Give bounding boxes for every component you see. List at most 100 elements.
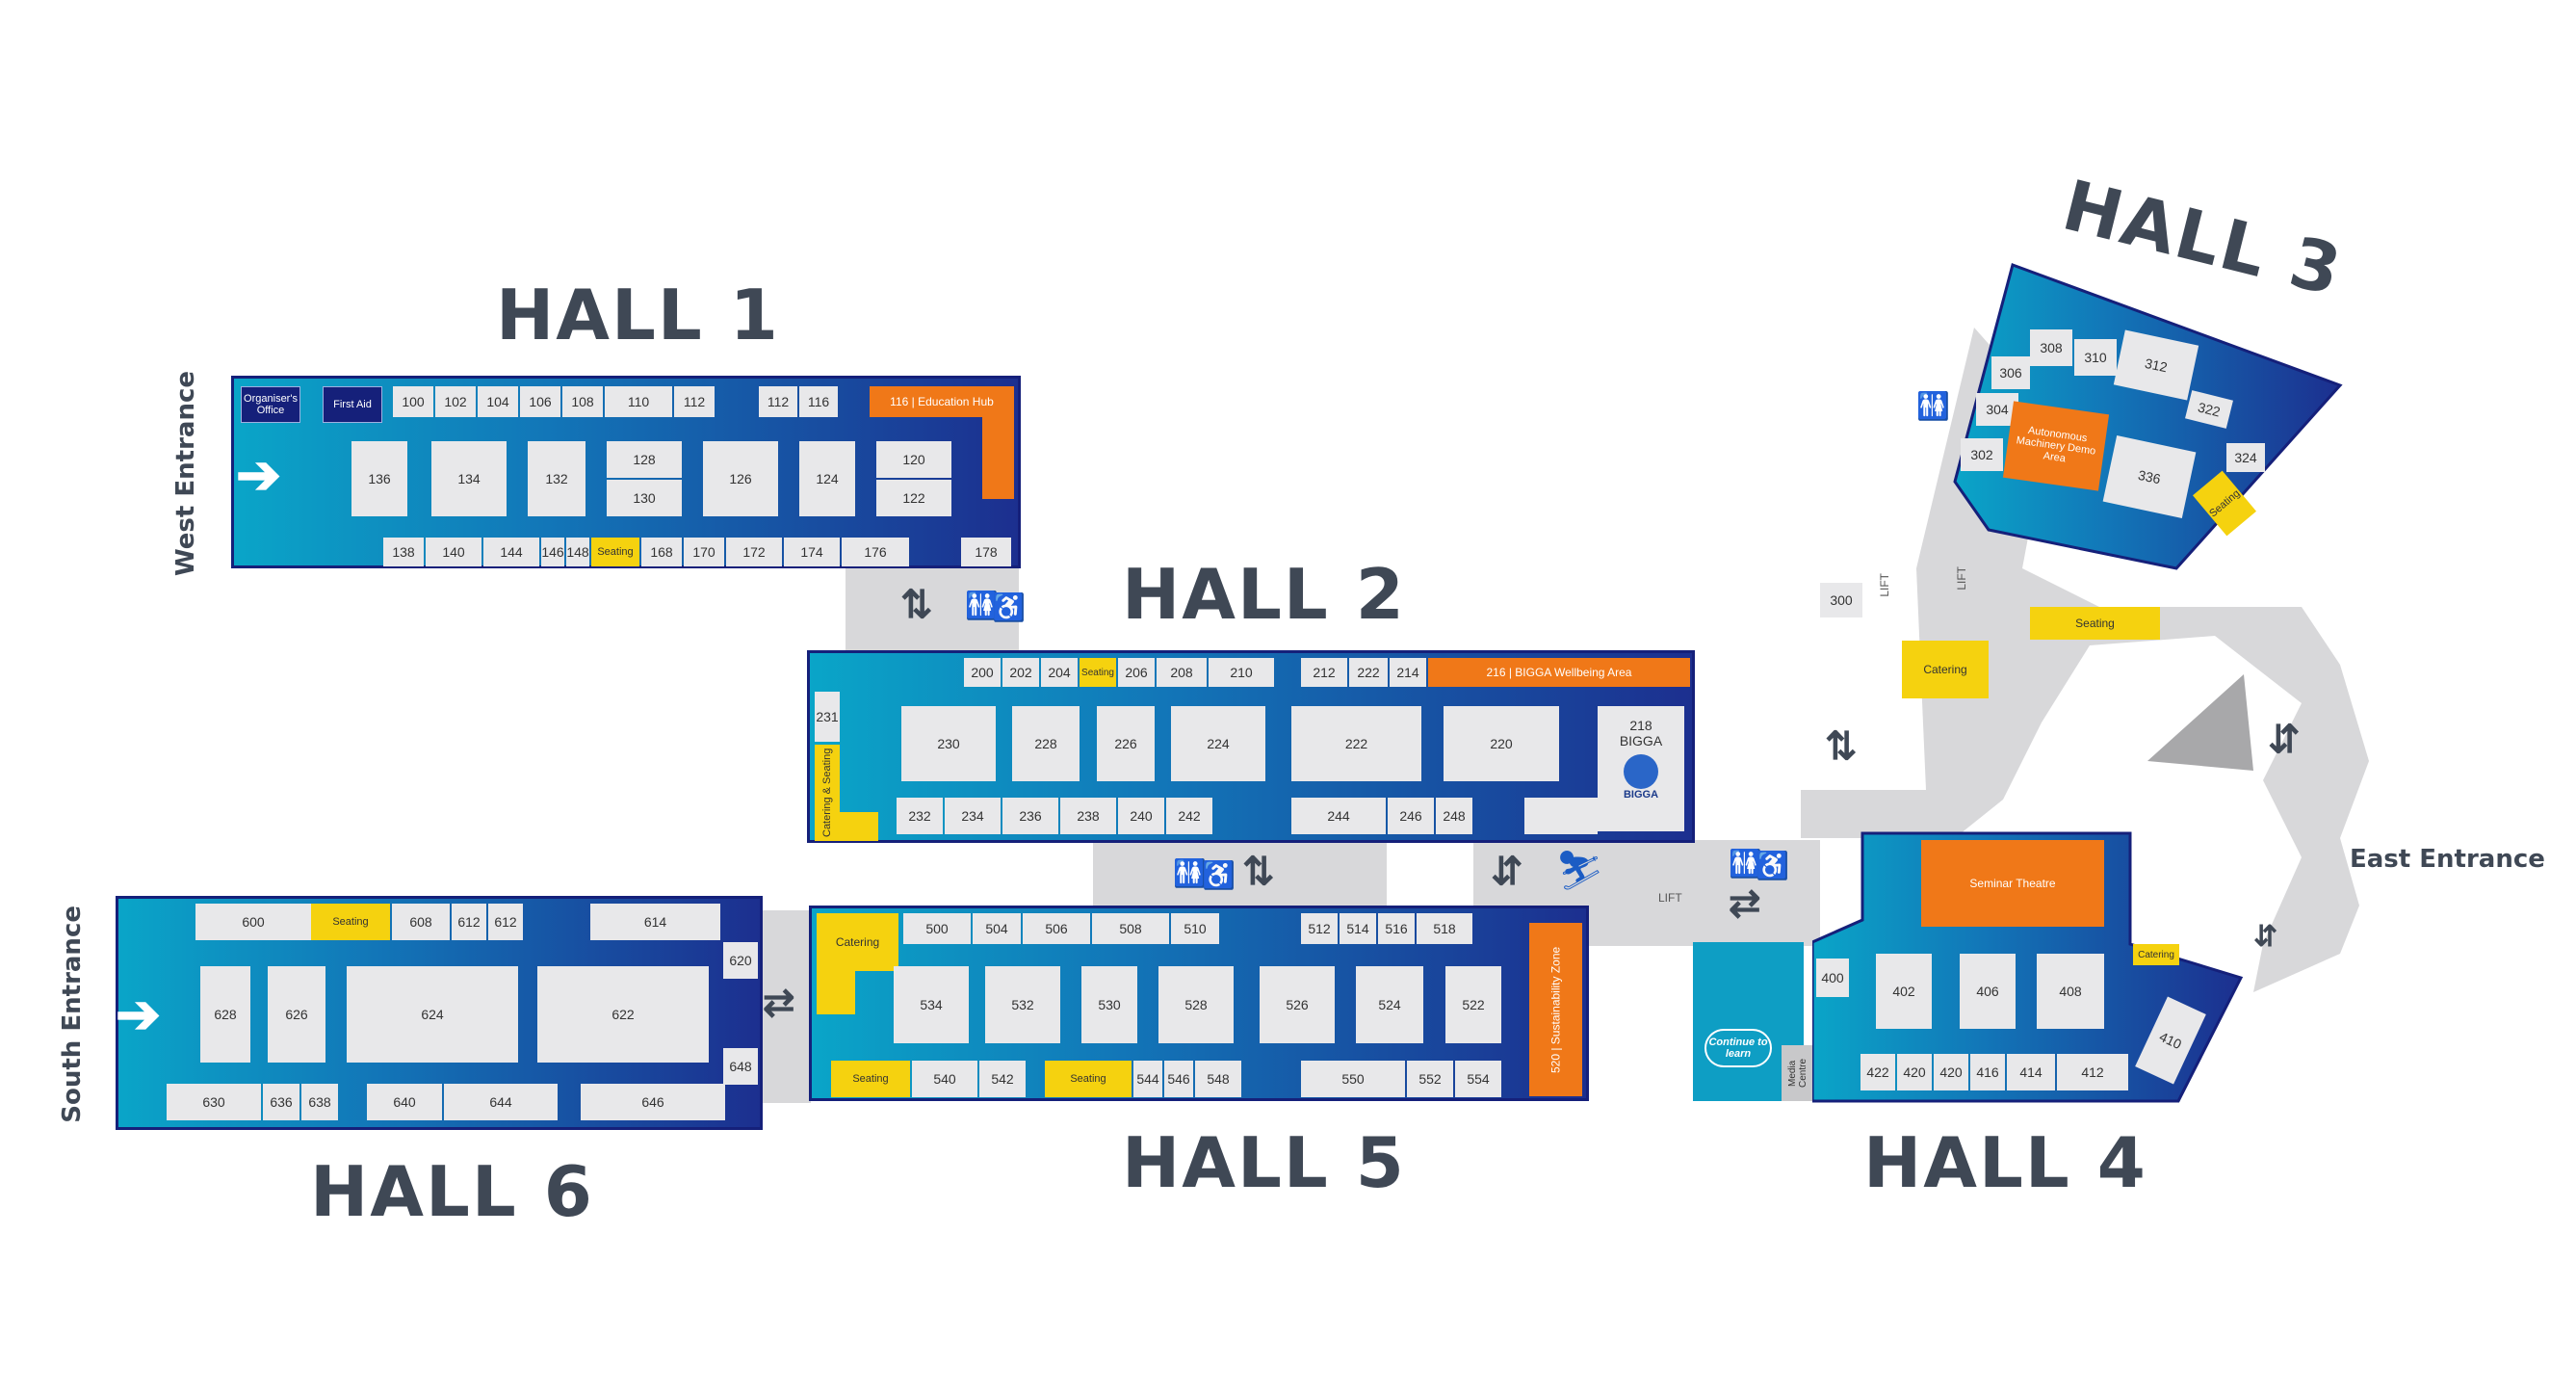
booth[interactable]: 524: [1356, 966, 1423, 1043]
booth[interactable]: 508: [1092, 913, 1169, 944]
booth[interactable]: 510: [1171, 913, 1219, 944]
catering-seating-area[interactable]: Catering & Seating: [815, 745, 840, 841]
booth[interactable]: 226: [1097, 706, 1155, 781]
booth[interactable]: 546: [1164, 1061, 1193, 1097]
seating-area[interactable]: Seating: [831, 1061, 910, 1097]
autonomous-machinery-demo-area[interactable]: Autonomous Machinery Demo Area: [2002, 401, 2110, 491]
booth[interactable]: 500: [903, 913, 971, 944]
booth[interactable]: 402: [1876, 954, 1932, 1029]
booth[interactable]: 214: [1390, 658, 1426, 687]
booth[interactable]: 112: [674, 386, 715, 417]
booth[interactable]: 146: [541, 538, 564, 566]
education-hub[interactable]: 116 | Education Hub: [870, 386, 1014, 417]
booth[interactable]: 614: [590, 904, 720, 940]
booth[interactable]: 504: [973, 913, 1021, 944]
seating-area[interactable]: Seating: [1080, 658, 1116, 687]
catering-area[interactable]: Catering: [817, 913, 898, 971]
booth[interactable]: 512: [1301, 913, 1338, 944]
booth[interactable]: 626: [268, 966, 325, 1063]
booth[interactable]: 506: [1023, 913, 1090, 944]
booth[interactable]: 134: [431, 441, 507, 516]
booth[interactable]: 534: [894, 966, 969, 1043]
booth[interactable]: 636: [263, 1084, 299, 1120]
booth[interactable]: 612: [488, 904, 523, 940]
booth[interactable]: 514: [1340, 913, 1376, 944]
continue-to-learn-badge[interactable]: Continue to learn: [1704, 1029, 1772, 1067]
booth[interactable]: 244: [1291, 798, 1386, 834]
booth[interactable]: 554: [1455, 1061, 1501, 1097]
bigga-wellbeing-area[interactable]: 216 | BIGGA Wellbeing Area: [1428, 658, 1690, 687]
booth[interactable]: 400: [1816, 959, 1849, 997]
booth[interactable]: 224: [1171, 706, 1265, 781]
booth[interactable]: 516: [1378, 913, 1415, 944]
booth[interactable]: 172: [726, 538, 782, 566]
booth[interactable]: 324: [2226, 443, 2265, 472]
booth[interactable]: 522: [1445, 966, 1501, 1043]
booth[interactable]: 310: [2074, 339, 2117, 376]
booth[interactable]: 612: [452, 904, 486, 940]
booth[interactable]: 228: [1012, 706, 1080, 781]
booth[interactable]: 148: [566, 538, 589, 566]
booth[interactable]: 236: [1002, 798, 1058, 834]
booth[interactable]: 628: [200, 966, 250, 1063]
booth[interactable]: 422: [1860, 1054, 1895, 1090]
booth[interactable]: 248: [1436, 798, 1472, 834]
booth[interactable]: 104: [478, 386, 518, 417]
seating-area[interactable]: Seating: [1045, 1061, 1132, 1097]
booth[interactable]: 644: [444, 1084, 558, 1120]
booth[interactable]: 136: [351, 441, 407, 516]
organisers-office[interactable]: Organiser's Office: [241, 386, 300, 423]
booth[interactable]: 212: [1301, 658, 1347, 687]
booth[interactable]: 110: [605, 386, 672, 417]
booth[interactable]: 552: [1407, 1061, 1453, 1097]
booth[interactable]: 126: [703, 441, 778, 516]
booth[interactable]: 540: [912, 1061, 977, 1097]
seating-area[interactable]: Seating: [591, 538, 639, 566]
booth[interactable]: 238: [1060, 798, 1116, 834]
booth[interactable]: 222: [1349, 658, 1388, 687]
booth[interactable]: 518: [1417, 913, 1472, 944]
booth[interactable]: 420: [1934, 1054, 1968, 1090]
booth[interactable]: 102: [435, 386, 476, 417]
booth[interactable]: 206: [1118, 658, 1155, 687]
booth[interactable]: 532: [985, 966, 1060, 1043]
booth[interactable]: 108: [562, 386, 603, 417]
booth[interactable]: 420: [1897, 1054, 1932, 1090]
booth[interactable]: 408: [2037, 954, 2104, 1029]
booth[interactable]: 178: [961, 538, 1011, 566]
catering-area[interactable]: Catering: [1902, 641, 1989, 698]
booth[interactable]: 416: [1970, 1054, 2005, 1090]
booth[interactable]: 140: [426, 538, 481, 566]
booth[interactable]: 174: [784, 538, 840, 566]
media-centre[interactable]: Media Centre: [1782, 1045, 1814, 1101]
booth[interactable]: 168: [641, 538, 682, 566]
booth[interactable]: 204: [1041, 658, 1078, 687]
booth[interactable]: 231: [815, 692, 840, 742]
booth[interactable]: 414: [2007, 1054, 2055, 1090]
booth[interactable]: 646: [581, 1084, 725, 1120]
seating-area[interactable]: Seating: [311, 904, 390, 940]
sustainability-zone[interactable]: 520 | Sustainability Zone: [1529, 923, 1582, 1096]
booth[interactable]: 124: [799, 441, 855, 516]
booth[interactable]: 220: [1444, 706, 1559, 781]
booth[interactable]: 548: [1195, 1061, 1241, 1097]
booth[interactable]: 242: [1166, 798, 1212, 834]
booth[interactable]: 112: [759, 386, 797, 417]
booth[interactable]: 130: [607, 480, 682, 516]
booth[interactable]: 302: [1961, 438, 2003, 471]
booth[interactable]: 210: [1209, 658, 1274, 687]
booth[interactable]: 144: [483, 538, 539, 566]
booth[interactable]: 530: [1081, 966, 1137, 1043]
booth[interactable]: 232: [897, 798, 943, 834]
bigga-booth[interactable]: 218 BIGGA BIGGA: [1598, 706, 1684, 831]
booth[interactable]: 138: [383, 538, 424, 566]
booth[interactable]: 640: [367, 1084, 442, 1120]
booth[interactable]: 222: [1291, 706, 1421, 781]
booth[interactable]: 638: [301, 1084, 338, 1120]
booth[interactable]: 240: [1118, 798, 1164, 834]
booth[interactable]: 620: [723, 942, 758, 979]
booth[interactable]: 202: [1002, 658, 1039, 687]
booth[interactable]: 542: [979, 1061, 1026, 1097]
booth[interactable]: 234: [945, 798, 1001, 834]
booth[interactable]: 608: [392, 904, 450, 940]
